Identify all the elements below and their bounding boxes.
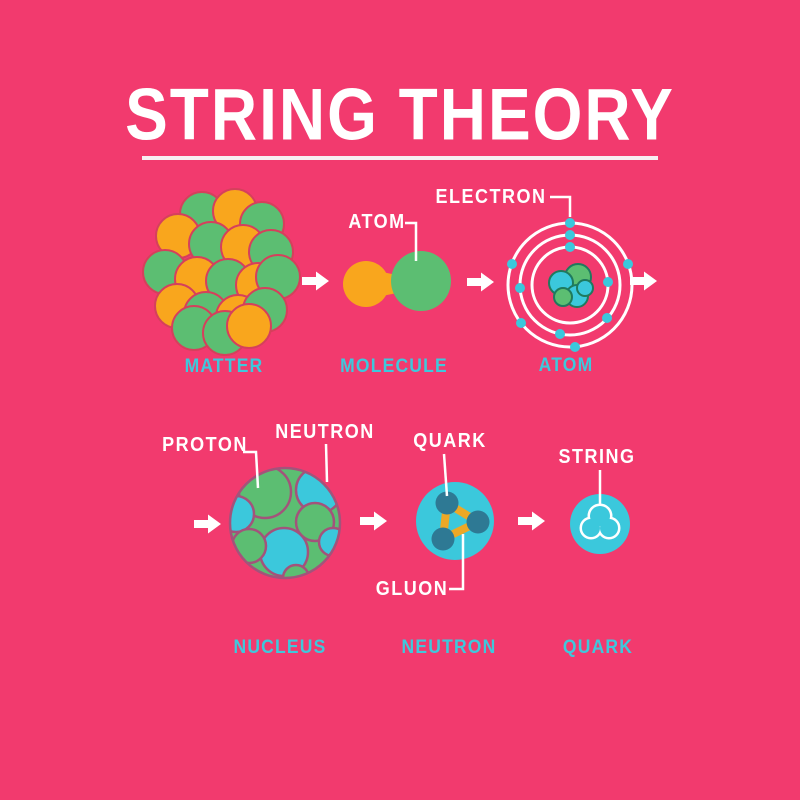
page-title: STRING THEORY <box>125 72 675 156</box>
arrow-icon <box>194 514 221 534</box>
molecule-illustration <box>343 251 451 311</box>
quark-pointer-line <box>442 453 449 497</box>
gluon-callout-label: GLUON <box>375 577 449 600</box>
electron-pointer-line <box>550 195 572 217</box>
nucleus-illustration <box>228 466 342 580</box>
quark-callout-label: QUARK <box>413 429 487 452</box>
proton-pointer-line <box>243 450 260 489</box>
electrons <box>507 218 633 352</box>
quark-illustration <box>570 470 630 554</box>
title-underline <box>142 156 658 160</box>
string-callout-label: STRING <box>558 445 636 468</box>
atom-caption: ATOM <box>538 353 594 376</box>
arrow-icon <box>467 272 494 292</box>
atom-illustration <box>506 218 634 352</box>
neutron-illustration <box>416 482 494 560</box>
arrow-icon <box>630 271 657 291</box>
atom-pointer-line <box>405 221 418 261</box>
arrow-icon <box>360 511 387 531</box>
matter-illustration <box>142 188 301 356</box>
arrow-icon <box>302 271 329 291</box>
gluon-pointer-line <box>449 534 465 591</box>
molecule-caption: MOLECULE <box>340 354 448 377</box>
neutron-pointer-line <box>324 443 329 483</box>
electron-callout-label: ELECTRON <box>435 185 547 208</box>
proton-callout-label: PROTON <box>162 433 248 456</box>
atom-nucleus <box>548 263 594 308</box>
gluon-bonds <box>438 496 487 546</box>
matter-caption: MATTER <box>184 354 264 377</box>
neutron-caption: NEUTRON <box>401 635 497 658</box>
arrow-icon <box>518 511 545 531</box>
quark-caption: QUARK <box>562 635 634 658</box>
nucleus-caption: NUCLEUS <box>233 635 327 658</box>
string-icon <box>579 503 621 540</box>
atom-callout-label: ATOM <box>348 210 406 233</box>
quarks <box>431 491 490 551</box>
neutron-callout-label: NEUTRON <box>275 420 375 443</box>
